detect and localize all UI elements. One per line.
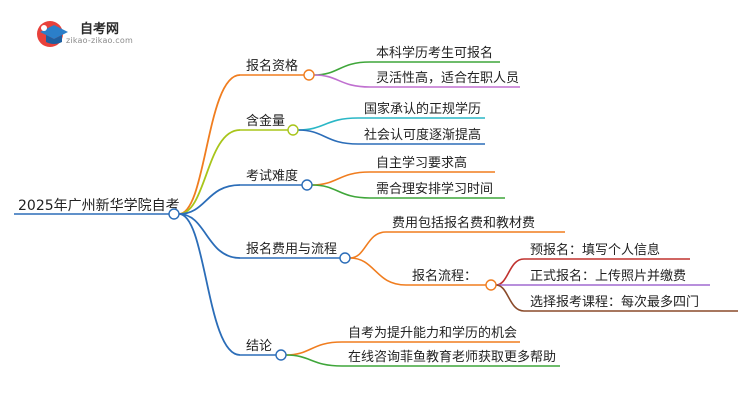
branch-toggle-2[interactable] [287,124,299,136]
leaf-label-1-2: 灵活性高，适合在职人员 [376,70,519,86]
leaf-connector-1-2 [313,74,371,88]
leaf-label-3-1: 自主学习要求高 [376,155,467,171]
leaf-connector-3-2 [311,184,371,199]
branch-label-2: 含金量 [246,113,285,129]
root-toggle[interactable] [168,208,180,220]
leaf-label-1-1: 本科学历考生可报名 [376,45,493,61]
leaf-connector-4-2 [349,257,407,286]
subleaf-label-2: 正式报名：上传照片并缴费 [530,268,686,284]
leaf-label-4-2: 报名流程： [412,268,477,284]
leaf-connector-2-2 [297,129,359,145]
branch-toggle-5[interactable] [275,349,287,361]
branch-connector-4 [178,213,241,259]
branch-label-4: 报名费用与流程 [246,241,337,257]
branch-connector-2 [178,129,241,215]
leaf-label-5-1: 自考为提升能力和学历的机会 [348,325,517,341]
branch-connector-1 [178,74,241,215]
leaf-connector-5-2 [285,354,343,367]
subleaf-connector-1 [495,258,525,286]
leaf-connector-2-1 [297,117,359,131]
branch-toggle-3[interactable] [301,179,313,191]
leaf-label-4-1: 费用包括报名费和教材费 [392,215,535,231]
subbranch-toggle-4-2[interactable] [485,279,497,291]
leaf-connector-4-1 [349,231,387,259]
leaf-label-5-2: 在线咨询菲鱼教育老师获取更多帮助 [348,349,556,365]
leaf-label-2-2: 社会认可度逐渐提高 [364,127,481,143]
branch-connector-3 [178,184,241,215]
branch-label-1: 报名资格 [246,58,298,74]
branch-label-3: 考试难度 [246,168,298,184]
subleaf-label-3: 选择报考课程：每次最多四门 [530,294,699,310]
subleaf-connector-3 [495,284,525,312]
branch-toggle-4[interactable] [339,252,351,264]
leaf-connector-1-1 [313,61,371,76]
logo-name: 自考网 [80,22,120,37]
site-logo [30,12,150,52]
leaf-label-3-2: 需合理安排学习时间 [376,181,493,197]
leaf-label-2-1: 国家承认的正规学历 [364,101,481,117]
leaf-connector-5-1 [285,341,343,356]
branch-toggle-1[interactable] [303,69,315,81]
branch-connector-5 [178,213,241,356]
leaf-connector-3-1 [311,171,371,186]
subleaf-label-1: 预报名：填写个人信息 [530,242,660,258]
root-node-label: 2025年广州新华学院自考 [18,198,180,214]
graduation-cap-icon [37,21,68,47]
logo-url: zikao-zikao.com [66,36,133,45]
branch-label-5: 结论 [246,339,272,354]
